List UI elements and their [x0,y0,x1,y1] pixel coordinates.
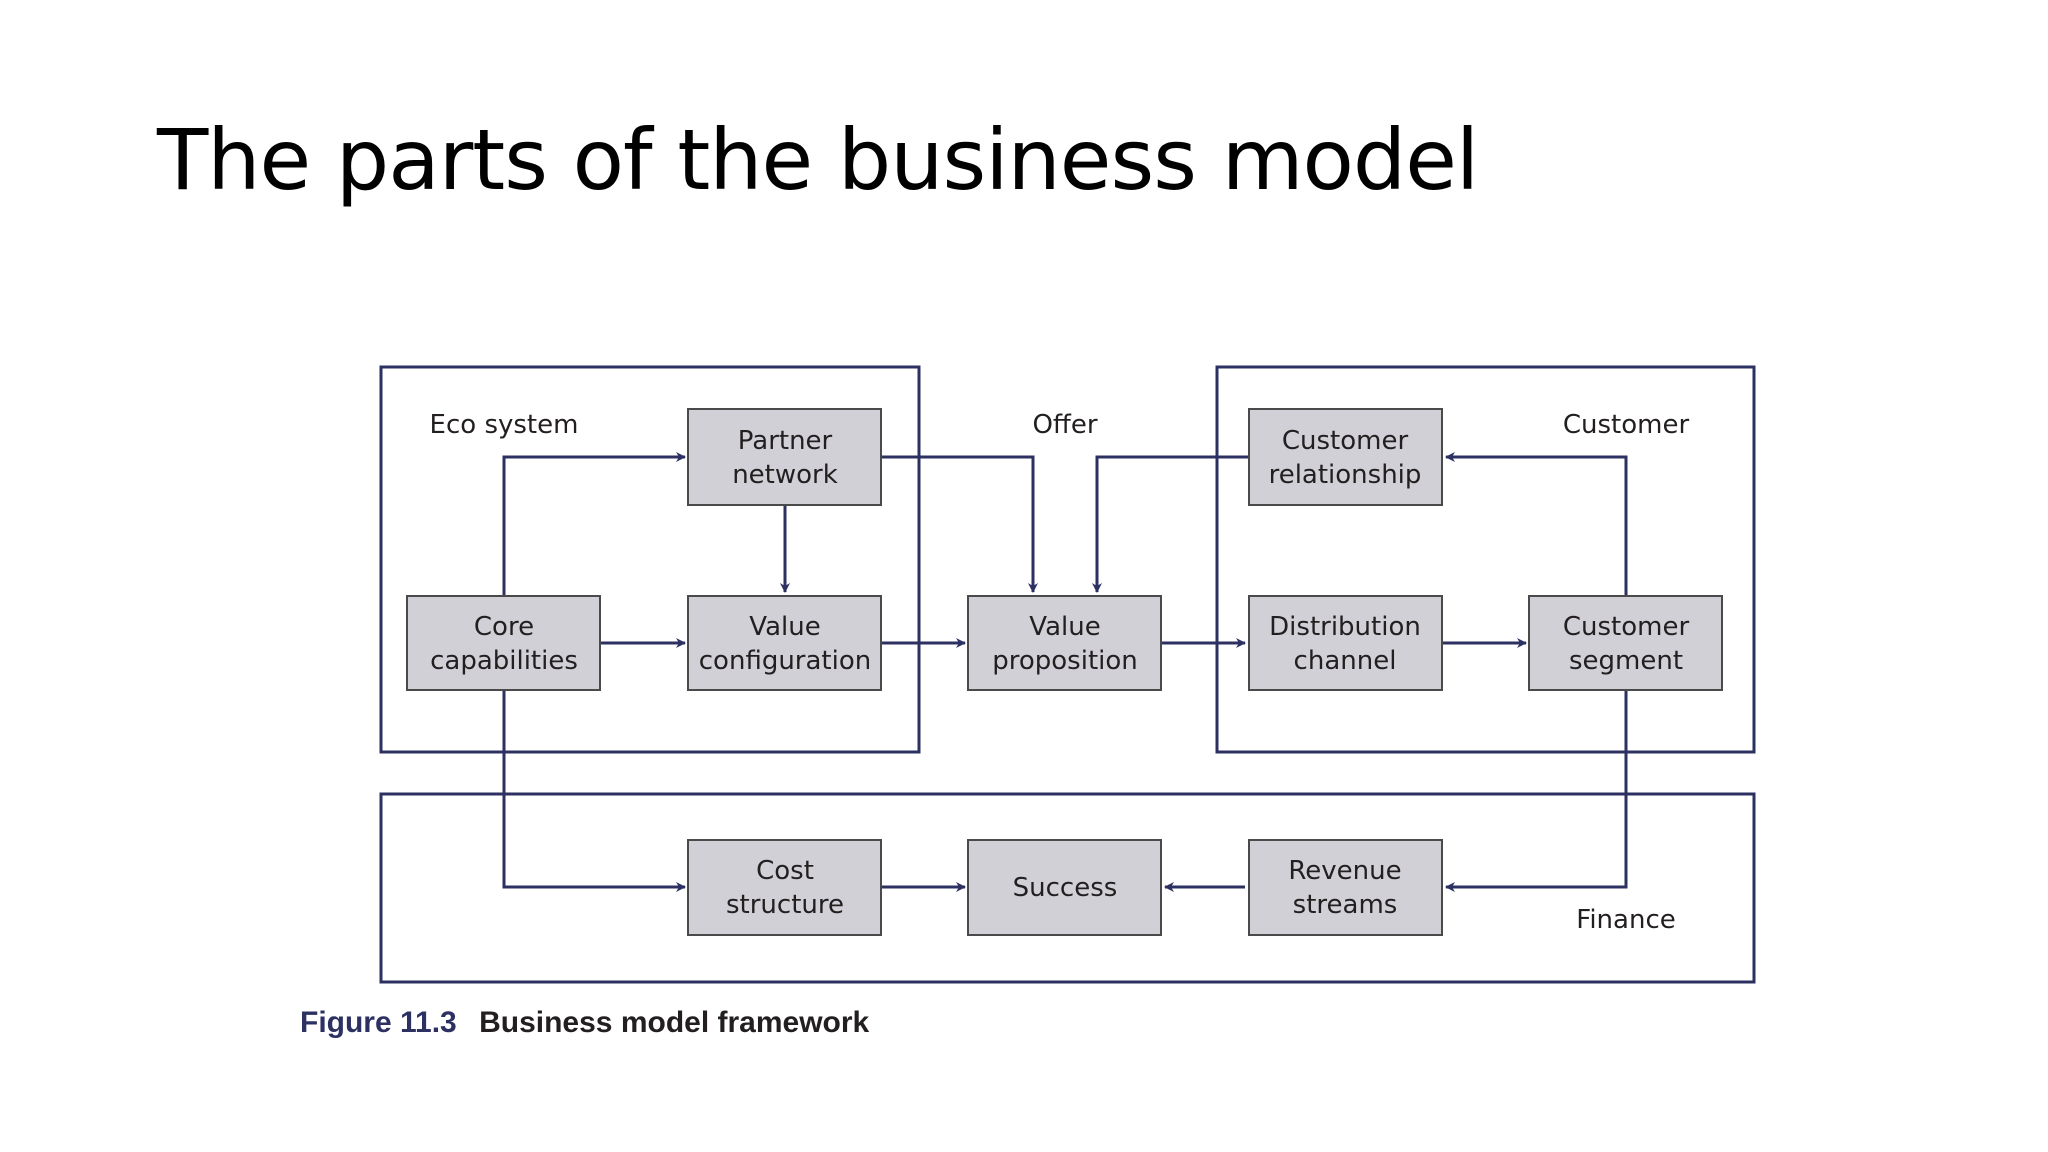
arrow-core-to-cost [502,690,686,892]
section-label-eco-system: Eco system [430,410,579,440]
svg-text:network: network [732,460,838,490]
section-label-customer: Customer [1563,410,1690,440]
arrow-segment-to-revenue [1445,690,1628,892]
svg-text:Customer: Customer [1563,612,1690,642]
node-partner-network: Partner network [687,408,882,506]
svg-text:proposition: proposition [992,646,1138,676]
node-core-capabilities: Core capabilities [406,595,601,691]
node-revenue-streams: Revenue streams [1248,839,1443,936]
svg-text:Value: Value [749,612,820,642]
arrow-partner-to-proposition [881,455,1038,593]
svg-text:segment: segment [1569,646,1683,676]
svg-text:Distribution: Distribution [1269,612,1421,642]
arrow-core-to-partner [502,452,686,596]
node-value-proposition: Value proposition [967,595,1162,691]
svg-text:structure: structure [726,890,844,920]
section-label-offer: Offer [1032,410,1097,440]
svg-text:Value: Value [1029,612,1100,642]
finance-frame [379,792,1756,984]
figure-caption: Figure 11.3 Business model framework [300,1006,869,1040]
svg-text:Success: Success [1013,873,1118,903]
svg-text:configuration: configuration [699,646,871,676]
slide-title: The parts of the business model [157,111,1479,209]
section-label-finance: Finance [1576,905,1675,935]
node-success: Success [967,839,1162,936]
node-customer-segment: Customer segment [1528,595,1723,691]
svg-text:streams: streams [1293,890,1398,920]
figure-number: Figure 11.3 [300,1006,457,1039]
node-distribution-channel: Distribution channel [1248,595,1443,691]
svg-text:capabilities: capabilities [430,646,578,676]
node-value-configuration: Value configuration [687,595,882,691]
svg-text:channel: channel [1294,646,1397,676]
svg-text:Cost: Cost [756,856,814,886]
figure-caption-text: Business model framework [479,1006,870,1039]
node-cost-structure: Cost structure [687,839,882,936]
svg-text:relationship: relationship [1269,460,1422,490]
svg-text:Customer: Customer [1282,426,1409,456]
svg-text:Partner: Partner [738,426,833,456]
customer-frame [1215,365,1756,754]
arrow-relationship-to-proposition [1092,455,1249,593]
node-customer-relationship: Customer relationship [1248,408,1443,506]
svg-text:Revenue: Revenue [1288,856,1401,886]
eco-system-frame [379,365,921,754]
arrow-segment-to-relationship [1445,452,1628,596]
svg-text:Core: Core [474,612,534,642]
